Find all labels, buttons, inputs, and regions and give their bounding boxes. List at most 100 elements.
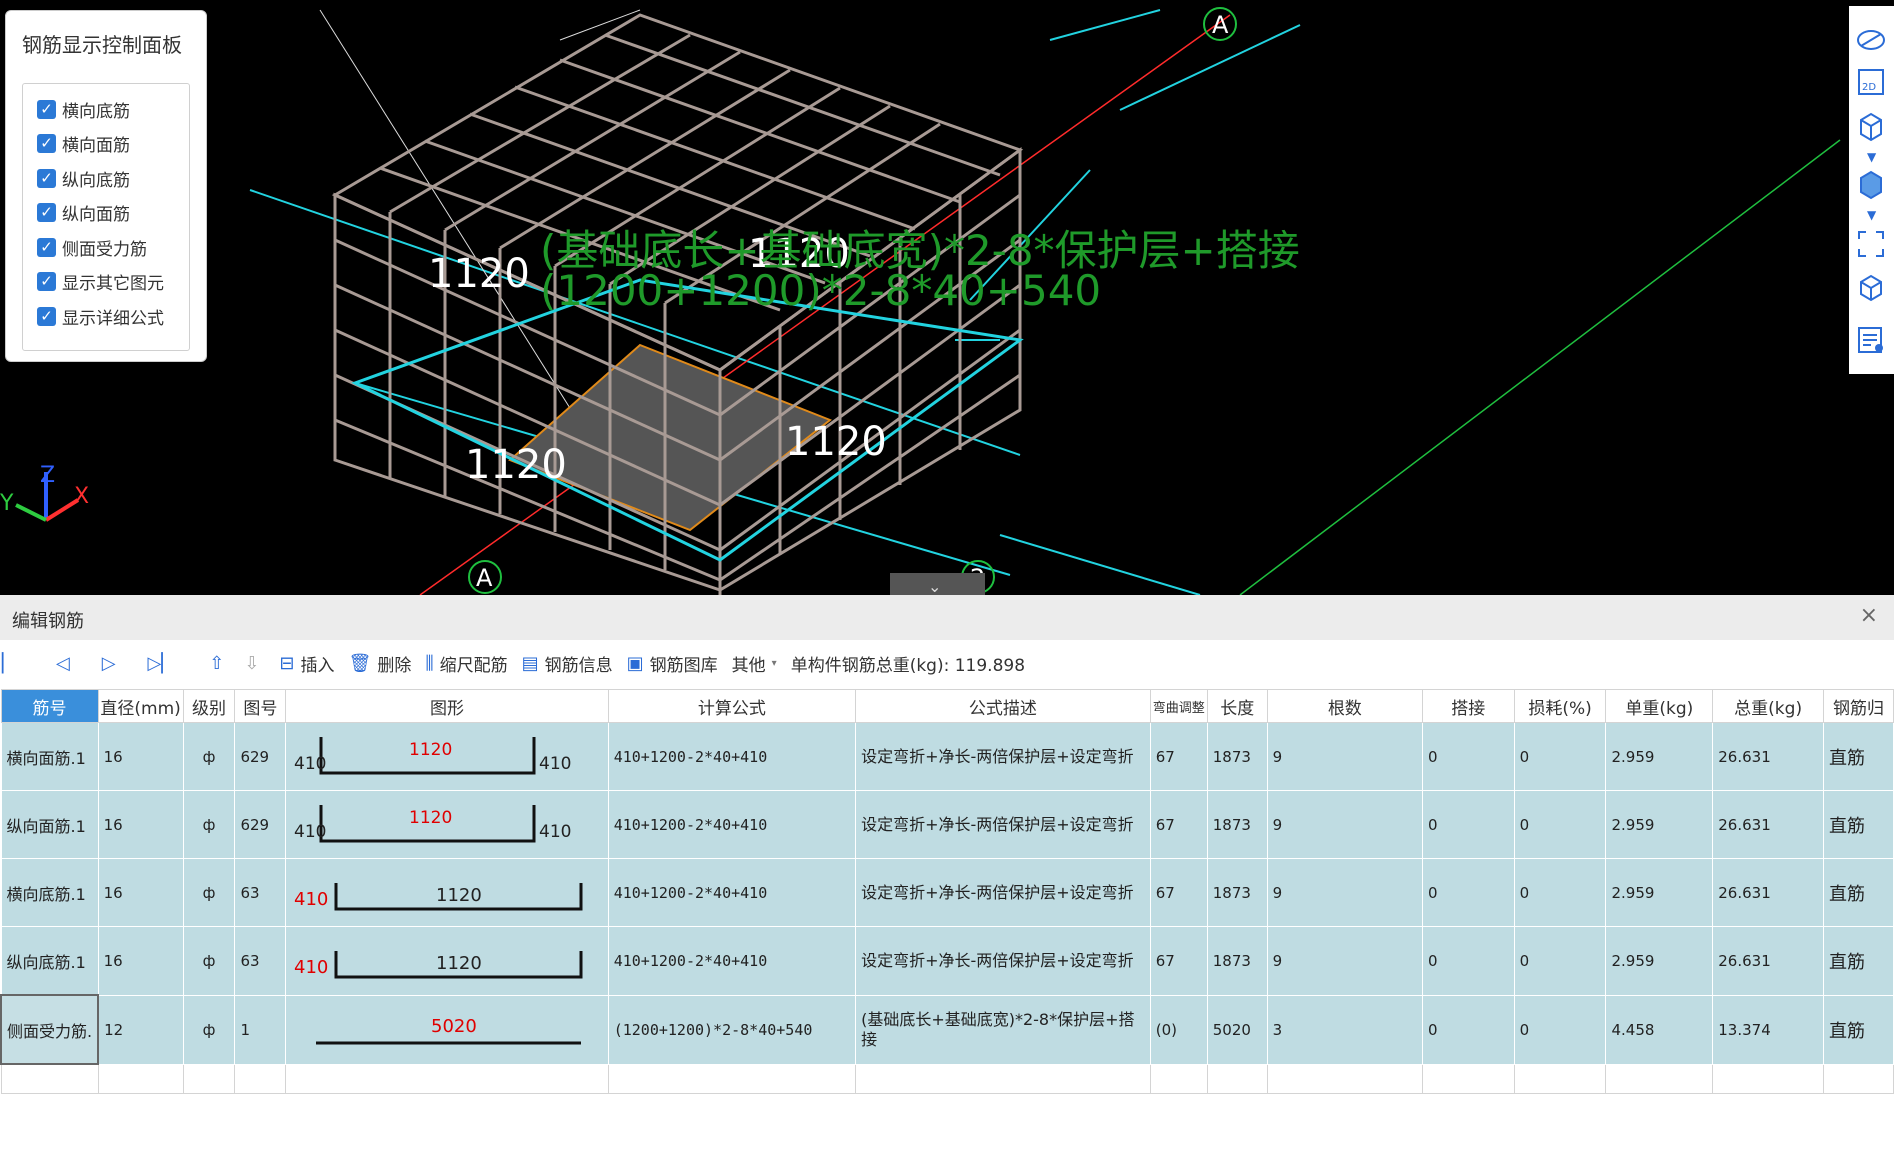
figure-number-cell[interactable]: 1 xyxy=(234,994,287,1065)
figure-number-cell[interactable]: 629 xyxy=(234,790,287,859)
diameter-cell[interactable]: 16 xyxy=(97,858,184,927)
figure-number-cell[interactable]: 629 xyxy=(234,722,287,791)
bend-adjust-cell[interactable]: (0) xyxy=(1149,994,1208,1065)
3d-viewport[interactable]: A A 2 1120 1120 1120 1120 (基础底长+基础底宽)*2-… xyxy=(0,0,1894,595)
length-cell[interactable]: 1873 xyxy=(1206,790,1268,859)
count-cell[interactable]: 9 xyxy=(1266,926,1423,996)
unit-weight-cell[interactable]: 2.959 xyxy=(1605,722,1714,791)
grade-cell[interactable]: ф xyxy=(182,994,236,1065)
total-weight-cell[interactable]: 26.631 xyxy=(1712,926,1824,996)
column-header[interactable]: 搭接 xyxy=(1421,689,1515,723)
option-row-4[interactable]: ✓侧面受力筋 xyxy=(37,233,147,261)
shape-cell[interactable]: 410 1120 xyxy=(285,858,609,927)
unit-weight-cell[interactable]: 4.458 xyxy=(1605,994,1714,1065)
empty-cell[interactable] xyxy=(285,1063,609,1094)
column-header[interactable]: 总重(kg) xyxy=(1712,689,1824,723)
formula-description-cell[interactable]: 设定弯折+净长-两倍保护层+设定弯折 xyxy=(855,790,1151,859)
view-solid-icon[interactable] xyxy=(1855,168,1887,200)
length-cell[interactable]: 5020 xyxy=(1206,994,1268,1065)
column-header[interactable]: 单重(kg) xyxy=(1605,689,1714,723)
formula-cell[interactable]: 410+1200-2*40+410 xyxy=(607,722,857,791)
unit-weight-cell[interactable]: 2.959 xyxy=(1605,790,1714,859)
3d-box-icon[interactable] xyxy=(1855,272,1887,304)
empty-cell[interactable] xyxy=(855,1063,1151,1094)
empty-cell[interactable] xyxy=(234,1063,287,1094)
checkbox-icon[interactable]: ✓ xyxy=(37,99,56,119)
count-cell[interactable]: 9 xyxy=(1266,858,1423,927)
next-record-button[interactable]: ▷ xyxy=(102,653,122,674)
view-cube-icon[interactable] xyxy=(1855,110,1887,142)
table-row-empty[interactable] xyxy=(0,1063,1894,1094)
insert-button[interactable]: ⊟插入 xyxy=(279,651,334,676)
rebar-name-cell[interactable]: 侧面受力筋. xyxy=(0,994,100,1065)
grade-cell[interactable]: ф xyxy=(182,926,236,996)
collapse-handle[interactable]: ⌄ xyxy=(890,573,985,595)
empty-cell[interactable] xyxy=(1513,1063,1607,1094)
column-header[interactable]: 根数 xyxy=(1266,689,1423,723)
total-weight-cell[interactable]: 13.374 xyxy=(1712,994,1824,1065)
column-header[interactable]: 计算公式 xyxy=(607,689,857,723)
grade-cell[interactable]: ф xyxy=(182,858,236,927)
figure-number-cell[interactable]: 63 xyxy=(234,926,287,996)
list-settings-icon[interactable] xyxy=(1855,324,1887,356)
formula-cell[interactable]: 410+1200-2*40+410 xyxy=(607,926,857,996)
table-row[interactable]: 纵向底筋.1 16 ф 63 410 1120 410+1200-2*40+41… xyxy=(0,926,1894,996)
loss-cell[interactable]: 0 xyxy=(1513,790,1607,859)
rebar-3d-scene[interactable]: A A 2 1120 1120 1120 1120 (基础底长+基础底宽)*2-… xyxy=(0,0,1894,595)
formula-description-cell[interactable]: 设定弯折+净长-两倍保护层+设定弯折 xyxy=(855,722,1151,791)
table-row[interactable]: 侧面受力筋. 12 ф 1 5020 (1200+1200)*2-8*40+54… xyxy=(0,994,1894,1065)
bend-adjust-cell[interactable]: 67 xyxy=(1149,790,1208,859)
chevron-down-icon[interactable]: ▼ xyxy=(1867,208,1877,222)
view-2d-icon[interactable]: 2D xyxy=(1855,66,1887,98)
column-header[interactable]: 图号 xyxy=(234,689,287,723)
lap-cell[interactable]: 0 xyxy=(1421,858,1515,927)
column-header[interactable]: 图形 xyxy=(285,689,609,723)
column-header[interactable]: 长度 xyxy=(1206,689,1268,723)
checkbox-icon[interactable]: ✓ xyxy=(37,168,56,188)
grade-cell[interactable]: ф xyxy=(182,722,236,791)
lap-cell[interactable]: 0 xyxy=(1421,994,1515,1065)
diameter-cell[interactable]: 12 xyxy=(97,994,184,1065)
bend-adjust-cell[interactable]: 67 xyxy=(1149,926,1208,996)
empty-cell[interactable] xyxy=(1149,1063,1208,1094)
shape-cell[interactable]: 410 1120 410 xyxy=(285,790,609,859)
rebar-name-cell[interactable]: 横向面筋.1 xyxy=(0,722,99,791)
chevron-down-icon[interactable]: ▼ xyxy=(1867,150,1877,164)
shape-cell[interactable]: 410 1120 xyxy=(285,926,609,996)
empty-cell[interactable] xyxy=(1712,1063,1824,1094)
bend-adjust-cell[interactable]: 67 xyxy=(1149,722,1208,791)
lap-cell[interactable]: 0 xyxy=(1421,926,1515,996)
prev-record-button[interactable]: ◁ xyxy=(56,653,76,674)
checkbox-icon[interactable]: ✓ xyxy=(37,202,56,222)
column-header[interactable]: 损耗(%) xyxy=(1513,689,1607,723)
unit-weight-cell[interactable]: 2.959 xyxy=(1605,926,1714,996)
checkbox-icon[interactable]: ✓ xyxy=(37,237,56,257)
count-cell[interactable]: 9 xyxy=(1266,722,1423,791)
rebar-name-cell[interactable]: 纵向底筋.1 xyxy=(0,926,99,996)
unit-weight-cell[interactable]: 2.959 xyxy=(1605,858,1714,927)
rebar-name-cell[interactable]: 横向底筋.1 xyxy=(0,858,99,927)
column-header[interactable]: 弯曲调整 xyxy=(1149,689,1208,723)
table-row[interactable]: 横向面筋.1 16 ф 629 410 1120 410 410+1200-2*… xyxy=(0,722,1894,791)
rebar-type-cell[interactable]: 直筋 xyxy=(1823,994,1894,1065)
loss-cell[interactable]: 0 xyxy=(1513,858,1607,927)
table-row[interactable]: 横向底筋.1 16 ф 63 410 1120 410+1200-2*40+41… xyxy=(0,858,1894,927)
length-cell[interactable]: 1873 xyxy=(1206,858,1268,927)
lap-cell[interactable]: 0 xyxy=(1421,722,1515,791)
option-row-3[interactable]: ✓纵向面筋 xyxy=(37,198,130,226)
loss-cell[interactable]: 0 xyxy=(1513,722,1607,791)
rebar-type-cell[interactable]: 直筋 xyxy=(1823,790,1894,859)
table-row[interactable]: 纵向面筋.1 16 ф 629 410 1120 410 410+1200-2*… xyxy=(0,790,1894,859)
column-header[interactable]: 公式描述 xyxy=(855,689,1151,723)
first-record-button[interactable]: ▏ xyxy=(2,653,22,674)
empty-cell[interactable] xyxy=(0,1063,99,1094)
empty-cell[interactable] xyxy=(1266,1063,1423,1094)
empty-cell[interactable] xyxy=(97,1063,184,1094)
rebar-type-cell[interactable]: 直筋 xyxy=(1823,926,1894,996)
loss-cell[interactable]: 0 xyxy=(1513,926,1607,996)
delete-button[interactable]: 🗑删除 xyxy=(349,651,412,676)
column-header[interactable]: 直径(mm) xyxy=(97,689,184,723)
formula-description-cell[interactable]: 设定弯折+净长-两倍保护层+设定弯折 xyxy=(855,926,1151,996)
option-row-6[interactable]: ✓显示详细公式 xyxy=(37,302,164,330)
rebar-type-cell[interactable]: 直筋 xyxy=(1823,858,1894,927)
